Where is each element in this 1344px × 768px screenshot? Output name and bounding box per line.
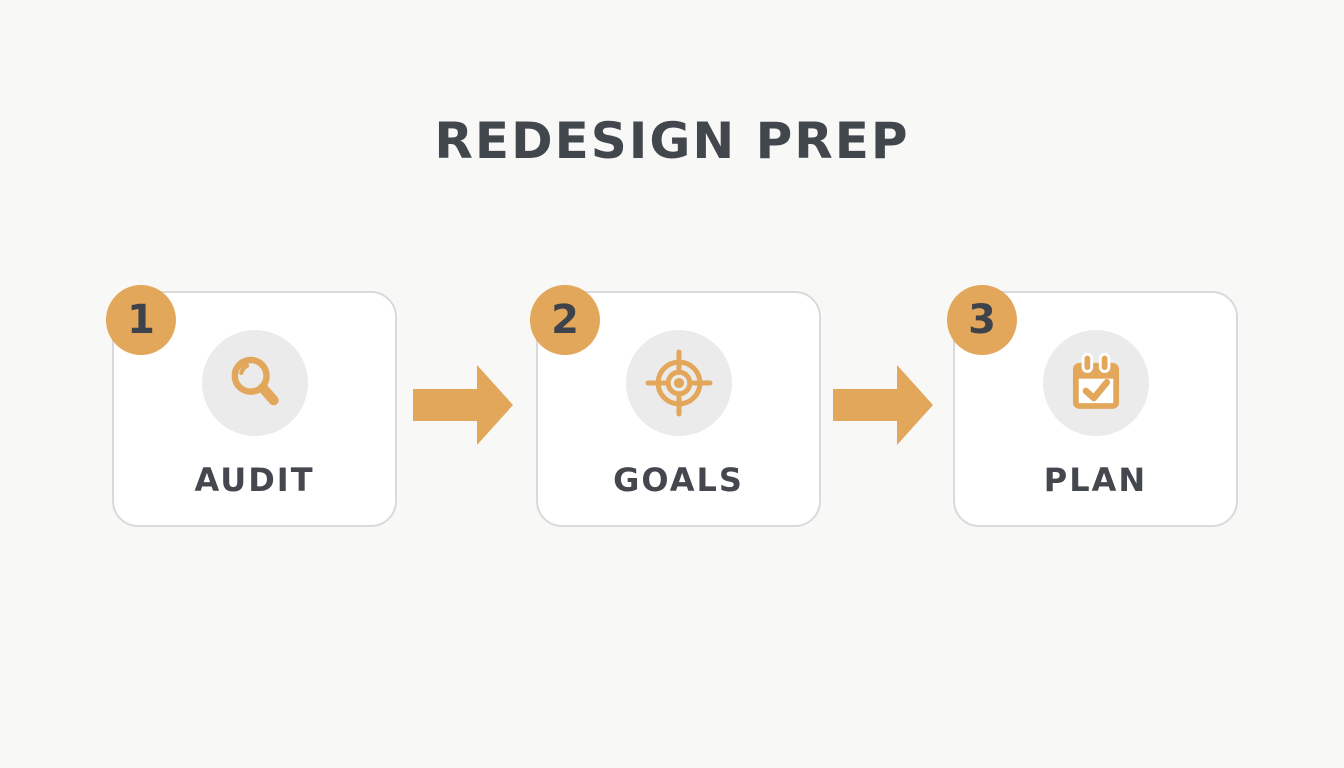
page-title: REDESIGN PREP (434, 112, 910, 170)
step-card-audit: 1 AUDIT (106, 285, 397, 527)
step-label: AUDIT (194, 461, 315, 499)
step-card-goals: 2 GOALS (530, 285, 821, 527)
step-card-plan: 3 PLAN (947, 285, 1238, 527)
target-icon (645, 349, 712, 417)
arrow-right-icon (413, 365, 513, 445)
step-number-badge: 1 (106, 285, 176, 355)
step-number-badge: 3 (947, 285, 1017, 355)
magnifier-icon (231, 356, 279, 406)
icon-circle (1042, 330, 1149, 436)
step-number-badge: 2 (530, 285, 600, 355)
icon-circle (625, 330, 732, 436)
step-label: GOALS (613, 461, 744, 499)
step-label: PLAN (1043, 461, 1148, 499)
calendar-check-icon (1072, 352, 1119, 409)
arrow-right-icon (833, 365, 933, 445)
icon-circle (201, 330, 308, 436)
